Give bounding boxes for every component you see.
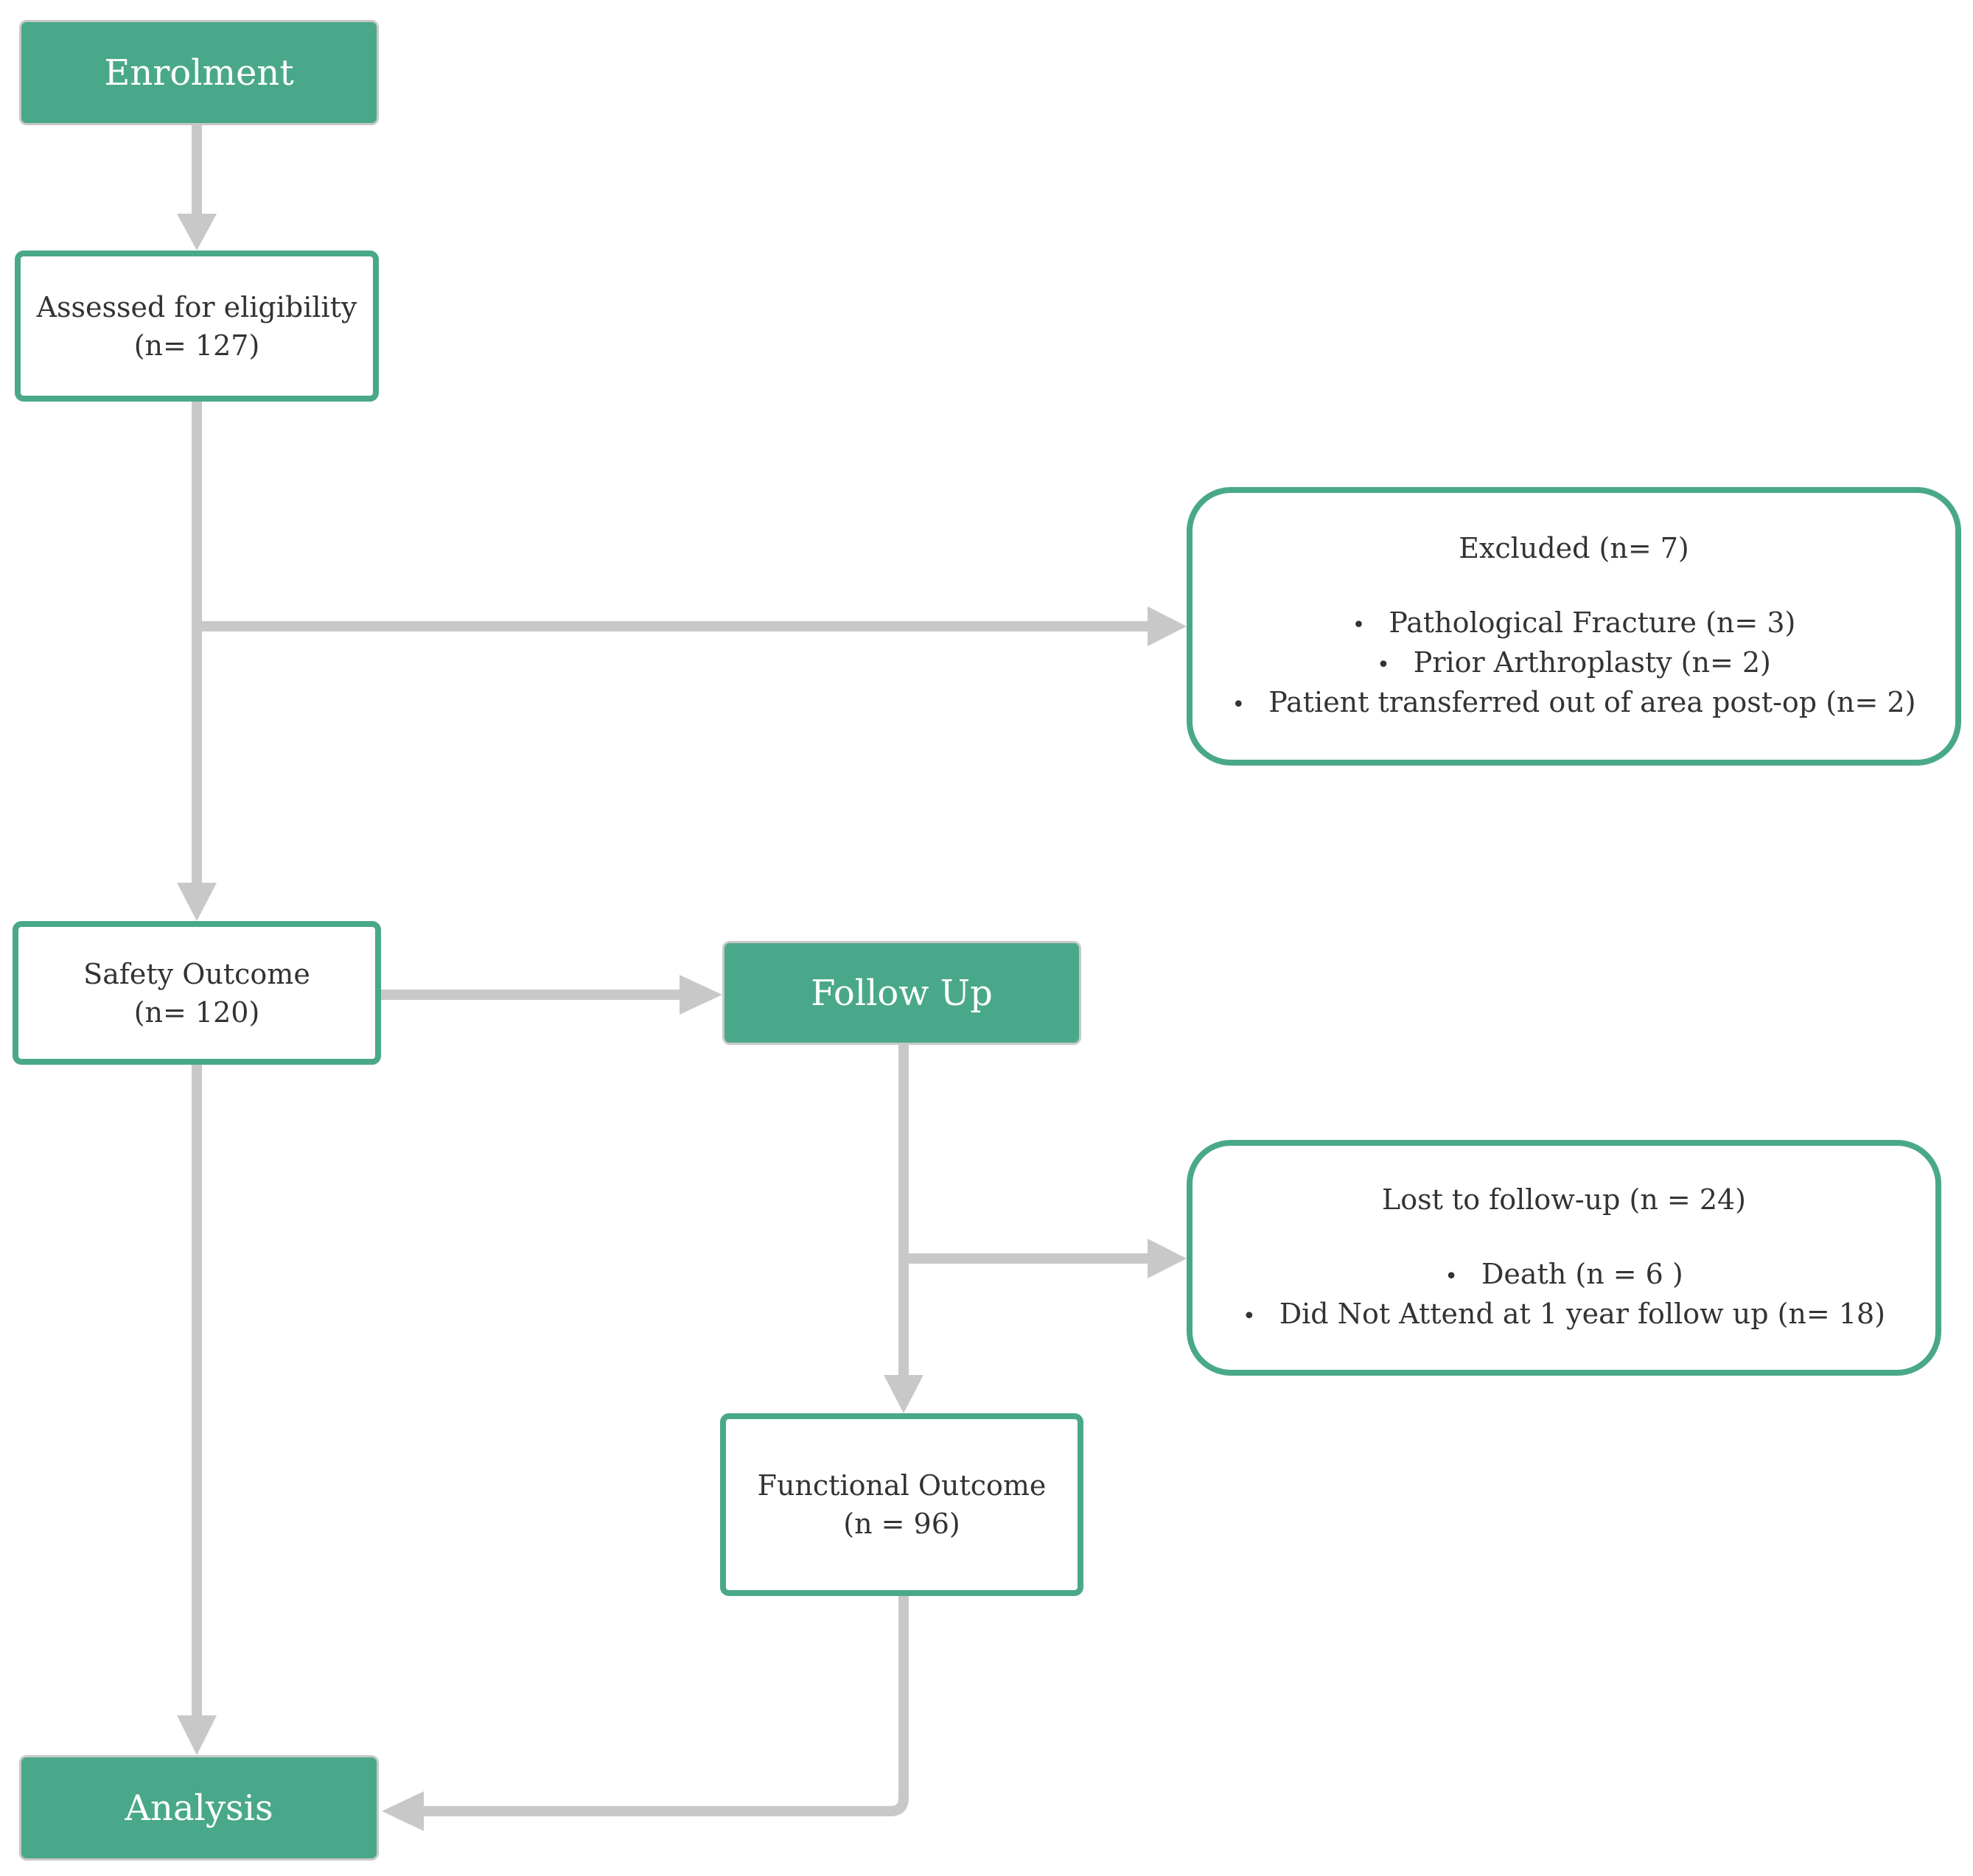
enrolment-box: Enrolment [19, 20, 379, 125]
functional-outcome-label: Functional Outcome [757, 1469, 1047, 1502]
functional-outcome-count: (n = 96) [843, 1508, 960, 1540]
arrowhead-excluded [1148, 606, 1187, 646]
safety-outcome-label: Safety Outcome [83, 957, 310, 990]
connector-functional-to-analysis [422, 1594, 909, 1816]
arrowhead-analysis-from-safety [177, 1715, 217, 1755]
lost-reason-item: Death (n = 6 ) [1243, 1256, 1885, 1295]
lost-to-follow-up-title: Lost to follow-up (n = 24) [1381, 1183, 1747, 1216]
assessed-count: (n= 127) [133, 329, 260, 362]
arrowhead-followup [680, 975, 722, 1015]
excluded-reason-item: Patient transferred out of area post-op … [1232, 684, 1916, 724]
arrowhead-functional [884, 1375, 923, 1413]
lost-to-follow-up-box: Lost to follow-up (n = 24) Death (n = 6 … [1187, 1140, 1941, 1376]
follow-up-box: Follow Up [722, 941, 1081, 1045]
assessed-label: Assessed for eligibility [36, 290, 357, 323]
lost-reasons-list: Death (n = 6 ) Did Not Attend at 1 year … [1243, 1256, 1885, 1335]
arrowhead-safety [177, 883, 217, 921]
enrolment-label: Enrolment [104, 52, 294, 94]
excluded-box: Excluded (n= 7) Pathological Fracture (n… [1187, 487, 1961, 766]
assessed-box: Assessed for eligibility (n= 127) [15, 251, 379, 402]
analysis-box: Analysis [19, 1755, 379, 1861]
excluded-reason-item: Prior Arthroplasty (n= 2) [1232, 644, 1916, 684]
functional-outcome-box: Functional Outcome (n = 96) [720, 1413, 1083, 1596]
excluded-reasons-list: Pathological Fracture (n= 3) Prior Arthr… [1232, 604, 1916, 724]
safety-outcome-box: Safety Outcome (n= 120) [13, 921, 381, 1065]
lost-reason-item: Did Not Attend at 1 year follow up (n= 1… [1243, 1295, 1885, 1335]
arrowhead-analysis [382, 1791, 424, 1831]
safety-outcome-count: (n= 120) [133, 995, 260, 1029]
arrowhead-lost [1148, 1239, 1187, 1278]
analysis-label: Analysis [125, 1787, 273, 1829]
follow-up-label: Follow Up [811, 972, 993, 1014]
arrowhead-assessed [177, 214, 217, 251]
excluded-reason-item: Pathological Fracture (n= 3) [1232, 604, 1916, 644]
excluded-title: Excluded (n= 7) [1459, 531, 1689, 564]
